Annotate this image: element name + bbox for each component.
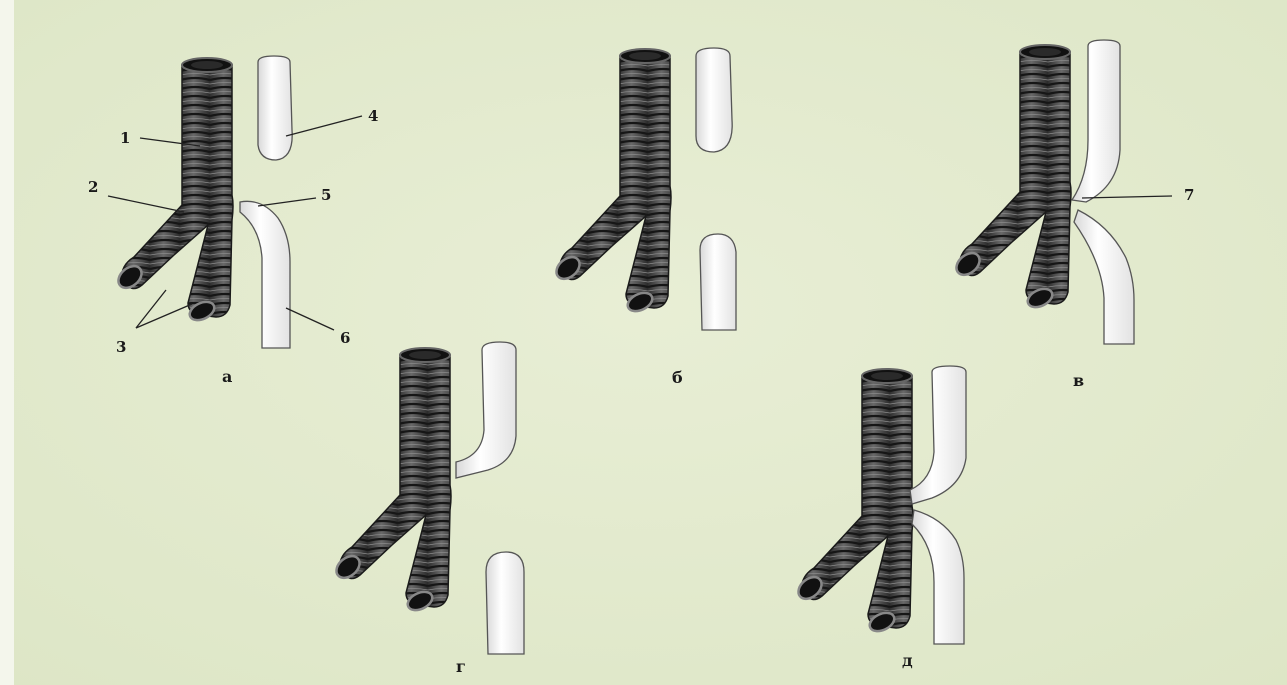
esophagus-lower-g: [486, 552, 524, 654]
label-4: 4: [368, 107, 378, 125]
caption-a: а: [222, 367, 232, 386]
esophagus-upper-a: [258, 56, 292, 160]
esophagus-lower-b: [700, 234, 736, 330]
esophagus-upper-b: [696, 48, 732, 152]
label-2: 2: [88, 178, 98, 196]
label-6: 6: [340, 329, 350, 347]
label-5: 5: [321, 186, 331, 204]
label-3: 3: [116, 338, 126, 356]
caption-b: б: [672, 368, 683, 387]
caption-g: г: [456, 657, 466, 676]
caption-d: д: [902, 651, 913, 670]
label-1: 1: [120, 129, 130, 147]
left-border: [0, 0, 14, 685]
label-7: 7: [1184, 186, 1194, 204]
caption-v: в: [1073, 371, 1084, 390]
